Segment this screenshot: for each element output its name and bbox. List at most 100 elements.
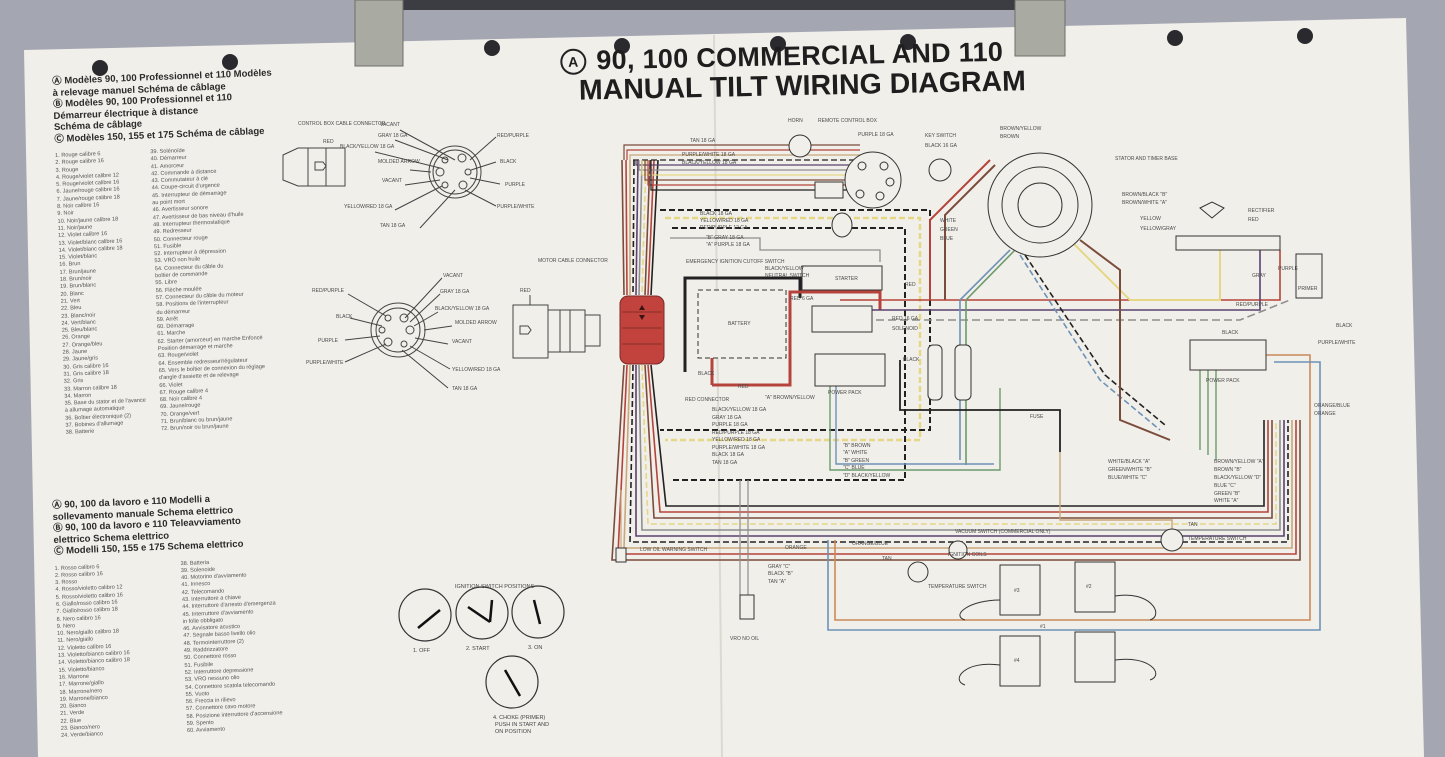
diagram-label: BLACK [1222,330,1239,336]
diagram-label: GRAY [1252,273,1266,279]
diagram-label: #1 [1040,624,1046,630]
motor-cable-connector [344,277,601,389]
diagram-label: BLACK [336,314,353,320]
diagram-label: #2 [1086,584,1092,590]
components [615,134,1323,687]
diagram-label: TAN 18 GA [712,460,738,466]
wire [638,160,860,171]
diagram-label: BROWN [1000,134,1020,140]
diagram-label: BLACK 16 GA [925,143,958,149]
diagram-label: TAN [1188,522,1198,528]
terminal-strip [1175,235,1281,251]
diagram-label: WHITE/BLACK "A" [1108,459,1150,465]
diagram-label: "A" WHITE [843,450,868,456]
wire [647,160,860,186]
diagram-label: BLACK/YELLOW [765,266,804,272]
diagram-label: BLACK/YELLOW 18 GA [712,407,767,413]
diagram-label: RED CONNECTOR [685,397,729,403]
diagram-label: BLACK [903,357,920,363]
wire [1019,254,1161,431]
wire [626,149,860,160]
wire [635,160,860,166]
diagram-label: RED/PURPLE [312,288,345,294]
diagram-label: NEUTRAL SWITCH [765,273,810,279]
wire [635,159,1285,537]
punch-hole [1297,28,1313,44]
diagram-label: "A" BROWN/YELLOW [765,395,815,401]
power-pack-left [814,353,886,387]
choke-note-1: PUSH IN START AND [495,722,549,728]
diagram-label: POWER PACK [1206,378,1240,384]
diagram-label: GREEN/WHITE "B" [1108,467,1152,473]
diagram-label: VACUUM SWITCH (COMMERCIAL ONLY) [955,529,1051,535]
wire [840,250,1261,311]
ignition-coils [958,561,1157,687]
primer-solenoid-icon [1295,253,1323,299]
wire [650,160,860,191]
wire [929,159,991,300]
wire [641,160,860,176]
diagram-label: TAN [882,556,892,562]
temperature-switch-left [907,561,929,583]
diagram-label: VACANT [380,122,400,128]
diagram-label: TEMPERATURE SWITCH [1188,536,1247,542]
diagram-label: RECTIFIER [1248,208,1275,214]
hanger-bar [400,0,1020,10]
diagram-label: RED [323,139,334,145]
diagram-label: LOW OIL WARNING SWITCH [640,547,708,553]
diagram-label: BLACK/YELLOW 18 GA [340,144,395,150]
diagram-label: RED/PURPLE [497,133,530,139]
primer-bulb-icon [831,212,853,238]
diagram-label: PRIMER [1298,286,1318,292]
diagram-label: PURPLE 18 GA [858,132,894,138]
control-box-cable-connector [282,129,501,229]
diagram-label: TAN 18 GA [380,223,406,229]
wire [638,159,1281,531]
position-off: 1. OFF [413,648,431,654]
diagram-label: ORANGE [785,545,807,551]
diagram-label: BLUE "C" [1214,483,1236,489]
diagram-label: BATTERY [728,321,751,327]
diagram-label: BLACK/YELLOW 18 GA [435,306,490,312]
punch-hole [900,34,916,50]
diagram-label: RED/PURPLE [1236,302,1269,308]
wire [944,164,996,300]
diagram-label: PURPLE/WHITE 18 GA [682,152,736,158]
diagram-label: GRAY 18 GA [712,415,742,421]
diagram-label: PURPLE [1278,266,1299,272]
wire [835,386,994,465]
wire [641,159,1277,525]
position-start: 2. START [466,646,490,652]
diagram-label: BROWN/YELLOW [1000,126,1042,132]
diagram-label: POWER PACK [828,390,862,396]
diagram-label: GREEN "B" [1214,491,1240,497]
diagram-label: GRAY 18 GA [440,289,470,295]
wire [670,237,881,262]
diagram-label: BROWN/BLACK "B" [1122,192,1167,198]
diagram-label: BLACK 18 GA [712,452,745,458]
diagram-label: PURPLE/WHITE 18 GA [712,445,766,451]
wire [650,159,1265,507]
wire [683,276,802,372]
wire [644,159,1273,519]
diagram-label: BLACK "B" [768,571,793,577]
wire [647,159,1269,513]
diagram-label: RED [520,288,531,294]
diagram-label: BROWN "B" [1214,467,1242,473]
clip-right [1014,0,1066,57]
punch-hole [614,38,630,54]
diagram-label: BLACK/YELLOW "D" [1214,475,1261,481]
diagram-label: ORANGE [1314,411,1336,417]
diagram-label: MOLDED ARROW [455,320,497,326]
wire [834,354,1311,621]
wire [840,250,1281,301]
diagram-label: IGNITION COILS [948,552,987,558]
diagram-label: KEY SWITCH [925,133,956,139]
legend-french: Ⓐ Modèles 90, 100 Professionnel et 110 M… [52,66,316,437]
wire [959,249,1011,460]
diagram-label: #3 [1014,588,1020,594]
temperature-switch-right [1160,528,1184,552]
